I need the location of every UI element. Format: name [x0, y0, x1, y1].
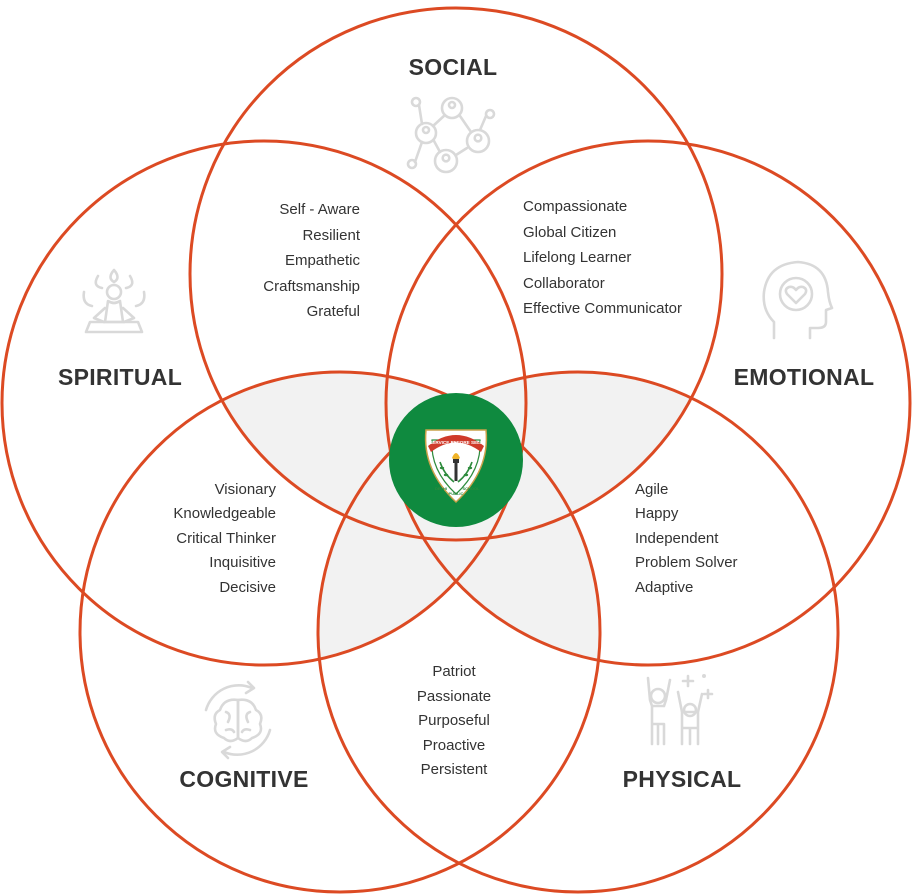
logo-banner [428, 435, 484, 452]
logo-base-text-3: SCHOOL [462, 486, 480, 491]
circle-spiritual [0, 139, 528, 667]
celebrating-people-icon [646, 674, 714, 746]
circle-emotional [384, 139, 912, 667]
logo-base-text-2: PUBLIC [449, 491, 464, 496]
trait-item: Craftsmanship [263, 278, 360, 295]
trait-item: Purposeful [418, 712, 490, 729]
traits-social-emotional: Compassionate Global Citizen Lifelong Le… [523, 198, 682, 317]
traits-social-spiritual: Self - Aware Resilient Empathetic Crafts… [263, 201, 361, 320]
trait-item: Global Citizen [523, 224, 616, 241]
trait-item: Proactive [423, 737, 486, 754]
trait-item: Patriot [432, 663, 476, 680]
trait-item: Compassionate [523, 198, 627, 215]
trait-item: Persistent [421, 761, 489, 778]
label-social: SOCIAL [409, 54, 498, 80]
logo-base-text-1: DELHI [435, 486, 447, 491]
trait-item: Happy [635, 505, 679, 522]
traits-cognitive-physical: Patriot Passionate Purposeful Proactive … [417, 663, 491, 778]
label-spiritual: SPIRITUAL [58, 364, 182, 390]
logo-banner-text: SERVICE BEFORE SELF [429, 440, 483, 445]
label-cognitive: COGNITIVE [179, 766, 308, 792]
trait-item: Independent [635, 530, 719, 547]
traits-spiritual-cognitive: Visionary Knowledgeable Critical Thinker… [173, 481, 276, 596]
brain-cycle-icon [204, 680, 272, 760]
head-heart-icon [762, 260, 834, 340]
label-emotional: EMOTIONAL [734, 364, 875, 390]
trait-item: Decisive [219, 579, 276, 596]
traits-emotional-physical: Agile Happy Independent Problem Solver A… [635, 481, 738, 596]
circle-cognitive [78, 370, 602, 894]
trait-item: Adaptive [635, 579, 693, 596]
trait-item: Passionate [417, 688, 491, 705]
trait-item: Problem Solver [635, 554, 738, 571]
trait-item: Knowledgeable [173, 505, 276, 522]
trait-item: Agile [635, 481, 668, 498]
trait-item: Lifelong Learner [523, 249, 631, 266]
trait-item: Critical Thinker [176, 530, 276, 547]
trait-item: Visionary [215, 481, 277, 498]
venn-circles [0, 6, 912, 894]
trait-item: Grateful [307, 303, 360, 320]
school-logo: SERVICE BEFORE SELF DELHI PUBLIC SCHOOL [389, 393, 523, 527]
trait-item: Self - Aware [279, 201, 360, 218]
trait-item: Effective Communicator [523, 300, 682, 317]
torch-icon [452, 453, 460, 481]
label-physical: PHYSICAL [623, 766, 742, 792]
trait-item: Empathetic [285, 252, 361, 269]
circle-physical [316, 370, 840, 894]
circle-social [188, 6, 724, 542]
meditation-icon [82, 268, 146, 334]
laurel-icon [439, 461, 473, 483]
trait-item: Collaborator [523, 275, 605, 292]
trait-item: Inquisitive [209, 554, 276, 571]
network-people-icon [406, 96, 496, 174]
trait-item: Resilient [302, 227, 360, 244]
